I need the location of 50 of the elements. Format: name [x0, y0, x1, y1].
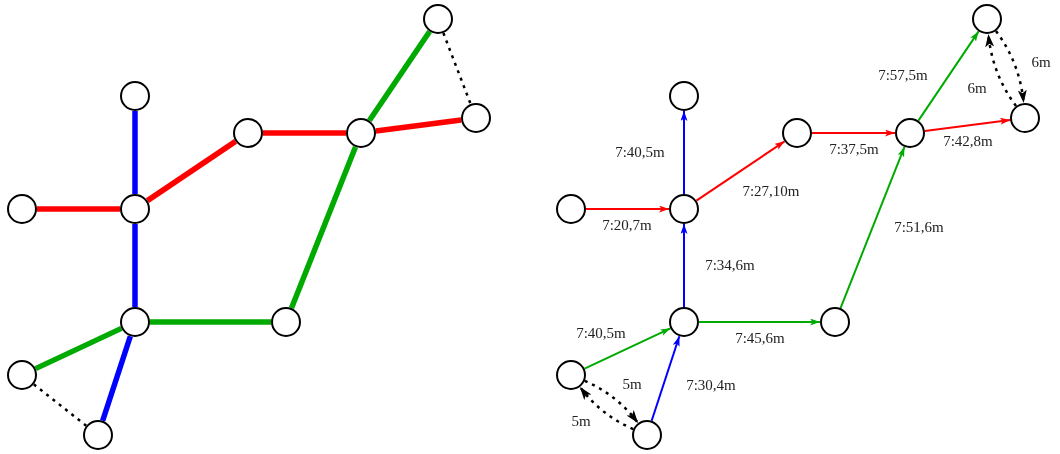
- arrow: [585, 205, 670, 213]
- line: [132, 111, 138, 194]
- arrow: [811, 129, 896, 137]
- circle-node: [556, 360, 586, 390]
- circle-node: [895, 118, 925, 148]
- circle-node: [120, 194, 150, 224]
- arrow: [583, 327, 672, 370]
- dotted-arrow: [985, 33, 1018, 107]
- circle-node: [1010, 103, 1040, 133]
- circle-node: [972, 4, 1002, 34]
- line: [145, 139, 238, 203]
- circle-node: [669, 307, 699, 337]
- circle-node: [83, 420, 113, 450]
- line: [150, 319, 271, 325]
- line: [288, 145, 359, 310]
- circle-node: [7, 194, 37, 224]
- arrow: [650, 335, 681, 422]
- circle-node: [120, 307, 150, 337]
- arrow: [698, 318, 821, 326]
- arrow: [695, 140, 786, 202]
- line: [263, 130, 346, 136]
- line: [37, 206, 120, 212]
- arrow: [917, 30, 980, 122]
- line: [100, 335, 133, 422]
- line: [375, 117, 462, 134]
- circle-node: [120, 81, 150, 111]
- circle-node: [346, 118, 376, 148]
- circle-node: [820, 307, 850, 337]
- arrow: [839, 145, 906, 310]
- circle-node: [461, 103, 491, 133]
- circle-node: [423, 4, 453, 34]
- circle-node: [7, 360, 37, 390]
- dotted-arrow: [584, 379, 640, 424]
- circle-node: [669, 81, 699, 111]
- line: [34, 325, 123, 372]
- dotted-line: [442, 32, 472, 105]
- circle-node: [782, 118, 812, 148]
- circle-node: [271, 307, 301, 337]
- circle-node: [556, 194, 586, 224]
- arrow: [680, 223, 688, 308]
- arrow: [680, 110, 688, 195]
- dotted-line: [33, 383, 87, 427]
- circle-node: [669, 194, 699, 224]
- arrow: [923, 117, 1012, 133]
- line: [367, 29, 432, 123]
- line: [132, 224, 138, 307]
- circle-node: [632, 420, 662, 450]
- dotted-arrow: [994, 30, 1027, 104]
- circle-node: [233, 118, 263, 148]
- dotted-arrow: [578, 386, 634, 431]
